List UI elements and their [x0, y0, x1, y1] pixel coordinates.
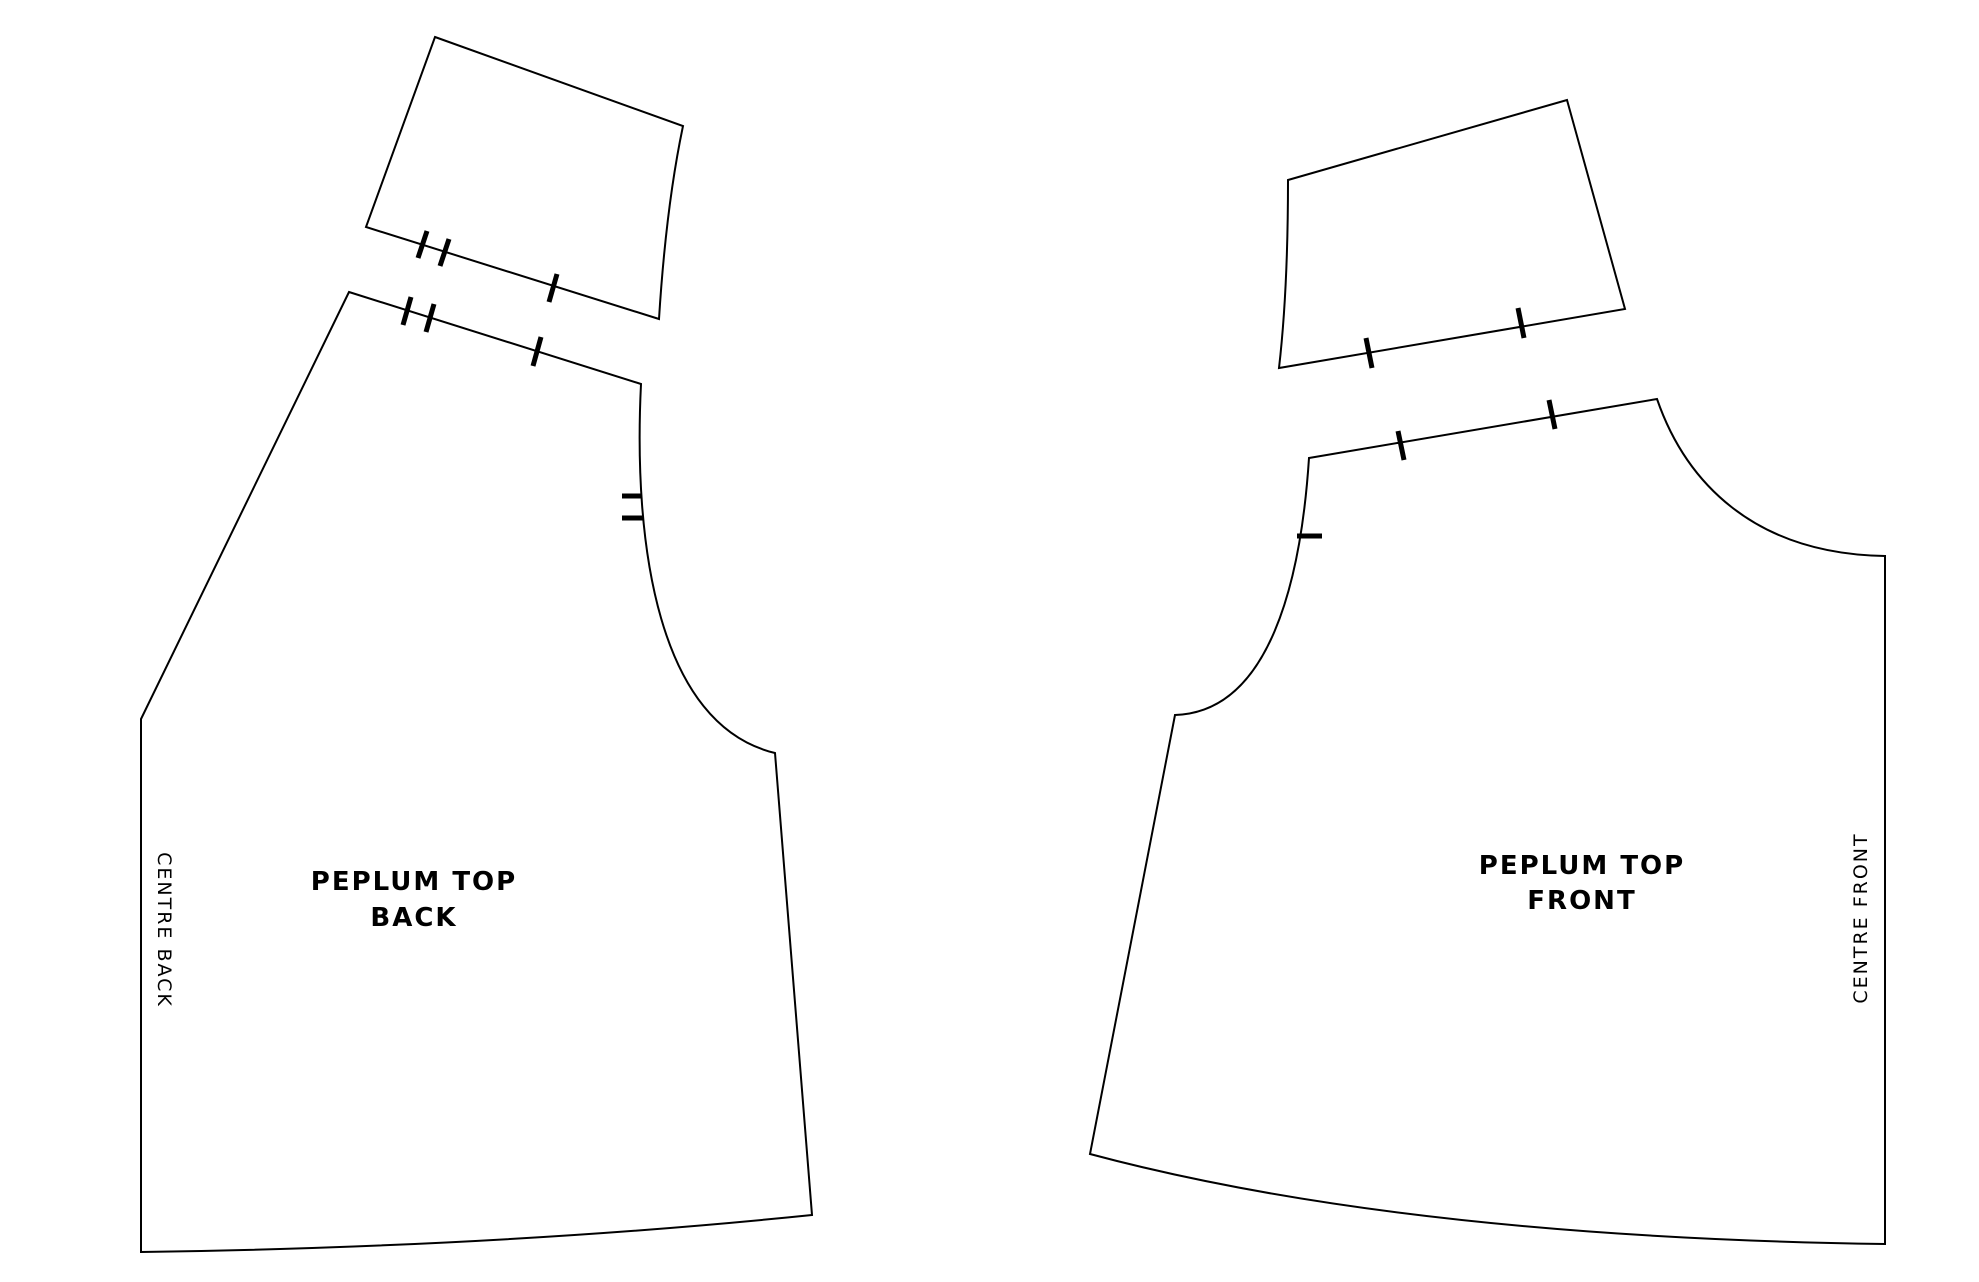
back-yoke-piece — [364, 35, 685, 321]
centre-front-label: CENTRE FRONT — [1850, 832, 1872, 1003]
front-main-notch-1 — [1395, 430, 1407, 461]
back-main-notch-single — [530, 336, 544, 367]
front-piece-title-line2: FRONT — [1527, 886, 1636, 916]
back-yoke-notch-single — [546, 273, 560, 303]
centre-back-label: CENTRE BACK — [153, 852, 175, 1008]
back-main-outline — [140, 290, 814, 1254]
back-piece-title-line2: BACK — [370, 903, 457, 933]
back-main-notch-double-1 — [400, 296, 414, 326]
back-piece-title-line1: PEPLUM TOP — [311, 867, 517, 897]
front-main-outline — [1088, 397, 1886, 1246]
back-main-notch-double-2 — [423, 303, 437, 333]
front-yoke-piece — [1277, 98, 1627, 370]
front-yoke-notch-1 — [1363, 337, 1375, 369]
back-yoke-outline — [364, 35, 685, 321]
front-main-notch-2 — [1546, 399, 1558, 430]
back-yoke-notch-double-2 — [437, 238, 452, 267]
front-main-piece: PEPLUM TOP FRONT CENTRE FRONT — [1088, 397, 1886, 1246]
back-main-piece: PEPLUM TOP BACK CENTRE BACK — [140, 290, 814, 1254]
front-piece-title-line1: PEPLUM TOP — [1479, 851, 1685, 881]
back-yoke-notch-double-1 — [415, 230, 430, 259]
front-yoke-outline — [1277, 98, 1627, 370]
front-yoke-notch-2 — [1515, 307, 1527, 339]
